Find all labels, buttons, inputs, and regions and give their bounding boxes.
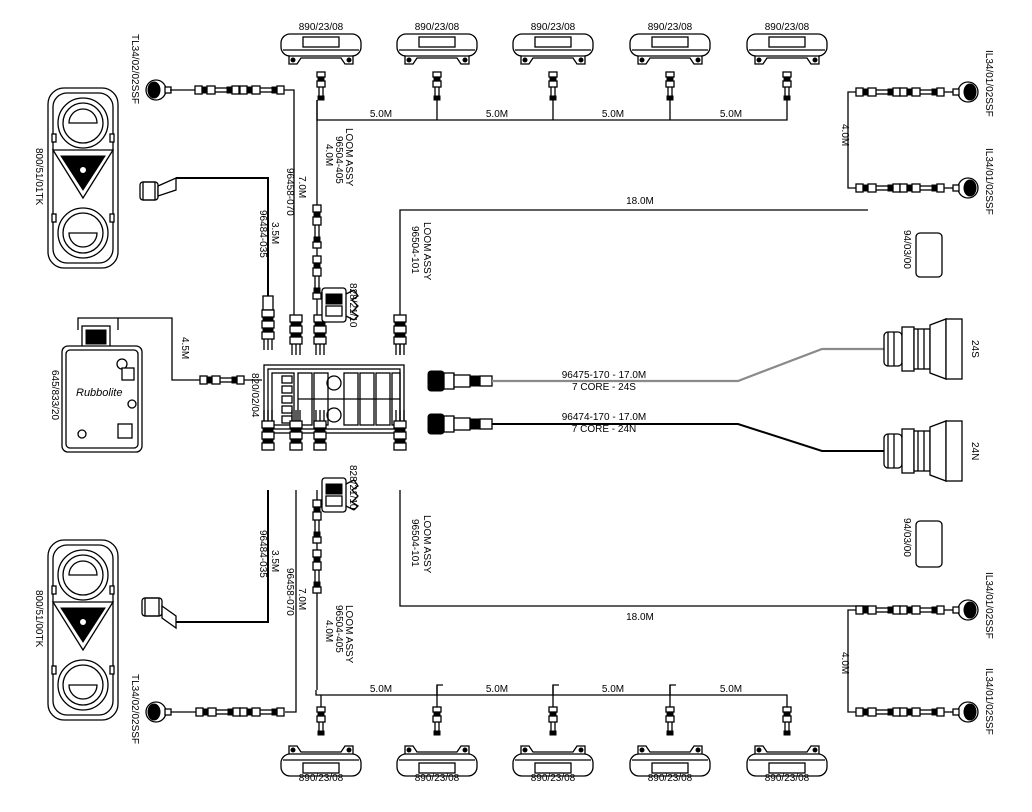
reflector-bottom	[915, 520, 943, 568]
wire-length-label: 3.5M	[269, 550, 280, 572]
socket-24s	[883, 318, 963, 380]
marker-lamp-bottom-5	[746, 745, 828, 777]
loom-label: LOOM ASSY	[343, 605, 354, 664]
wire-length-label: 5.0M	[486, 109, 508, 120]
loom-label: LOOM ASSY	[343, 128, 354, 187]
rear-lamp-bottom-code: 800/51/00TK	[33, 590, 44, 648]
wire-length-label: 4.0M	[323, 620, 334, 642]
lamp-code-label: 890/23/08	[299, 773, 344, 784]
control-box-brand: Rubbolite	[76, 387, 122, 399]
wire-length-label: 5.0M	[720, 684, 742, 695]
cable-24n-connector	[427, 413, 493, 435]
side-marker-bottom-right-1	[952, 599, 979, 621]
lamp-code-label: 890/23/08	[415, 773, 460, 784]
marker-lamp-top-1	[280, 33, 362, 65]
rear-lamp-top-code: 800/51/01TK	[33, 148, 44, 206]
cable-part-label: 96484-035	[257, 530, 268, 578]
marker-lamp-bottom-2	[396, 745, 478, 777]
socket-24s-label: 24S	[969, 340, 980, 358]
lamp-code-label: 890/23/08	[765, 773, 810, 784]
lamp-code-label: 890/23/08	[648, 773, 693, 784]
bottom-lamp-row: 890/23/08 890/23/08 890/23/08 890/23/08 …	[280, 706, 828, 784]
marker-lamp-bottom-1	[280, 745, 362, 777]
cable-24s-part: 96475-170 - 17.0M	[562, 370, 647, 381]
loom-part-label: 96504-405	[333, 136, 344, 184]
cable-part-label: 96458-070	[284, 168, 295, 216]
reflector-code: 94/03/00	[901, 518, 912, 557]
control-box-code: 645/833/20	[49, 370, 60, 420]
lamp-code-label: 890/23/08	[531, 22, 576, 33]
wire-length-label: 18.0M	[626, 196, 654, 207]
marker-lamp-top-5	[746, 33, 828, 65]
wire-length-label: 7.0M	[296, 176, 307, 198]
junction-box	[263, 364, 405, 434]
marker-lamp-bottom-3	[512, 745, 594, 777]
side-marker-top-right-2	[952, 177, 979, 199]
reflector-code: 94/03/00	[901, 230, 912, 269]
marker-left-code: TL34/02/02SSF	[129, 34, 140, 104]
marker-right-code: IL34/01/02SSF	[983, 668, 994, 735]
marker-left-code: TL34/02/02SSF	[129, 674, 140, 744]
cable-part-label: 96458-070	[284, 568, 295, 616]
adaptor-code: 828/21/10	[347, 465, 358, 510]
wire-length-label: 4.0M	[839, 124, 850, 146]
wire-length-label: 7.0M	[296, 588, 307, 610]
wire-length-label: 5.0M	[602, 109, 624, 120]
side-marker-top-right-1	[952, 81, 979, 103]
rear-lamp-bottom-connector	[141, 597, 177, 630]
lamp-code-label: 890/23/08	[765, 22, 810, 33]
rear-lamp-top-connector	[139, 176, 177, 201]
lamp-code-label: 890/23/08	[299, 22, 344, 33]
control-box: Rubbolite	[61, 317, 143, 453]
lamp-code-label: 890/23/08	[415, 22, 460, 33]
wire-length-label: 5.0M	[370, 684, 392, 695]
wire-length-label: 4.0M	[323, 144, 334, 166]
loom-label: LOOM ASSY	[421, 515, 432, 574]
lamp-code-label: 890/23/08	[531, 773, 576, 784]
adaptor-code: 828/21/10	[347, 283, 358, 328]
side-marker-bottom-left	[145, 701, 172, 723]
cable-24n-part: 96474-170 - 17.0M	[562, 412, 647, 423]
marker-right-code: IL34/01/02SSF	[983, 148, 994, 215]
loom-part-label: 96504-101	[409, 519, 420, 567]
cable-24n-core: 7 CORE - 24N	[572, 424, 636, 435]
wire-length-label: 18.0M	[626, 612, 654, 623]
wire-length-label: 3.5M	[269, 222, 280, 244]
lamp-code-label: 890/23/08	[648, 22, 693, 33]
socket-24n-label: 24N	[969, 442, 980, 460]
wire-length-label: 5.0M	[370, 109, 392, 120]
junction-box-code: 820/02/04	[249, 373, 260, 418]
rear-lamp-bottom	[47, 539, 119, 721]
side-marker-bottom-right-2	[952, 701, 979, 723]
cable-part-label: 96484-035	[257, 210, 268, 258]
wire-length-label: 5.0M	[602, 684, 624, 695]
loom-part-label: 96504-405	[333, 605, 344, 653]
loom-label: LOOM ASSY	[421, 222, 432, 281]
cable-24s-connector	[427, 370, 493, 392]
socket-24n	[883, 420, 963, 482]
wire-length-label: 5.0M	[486, 684, 508, 695]
wire-length-label: 4.5M	[179, 337, 190, 359]
loom-part-label: 96504-101	[409, 226, 420, 274]
side-marker-top-left	[145, 79, 172, 101]
reflector-top	[915, 232, 943, 278]
marker-lamp-top-3	[512, 33, 594, 65]
top-lamp-row: 890/23/08 890/23/08 890/23/08 890/23/08 …	[280, 22, 828, 101]
wire-length-label: 4.0M	[839, 652, 850, 674]
rear-lamp-top	[47, 87, 119, 269]
marker-right-code: IL34/01/02SSF	[983, 50, 994, 117]
marker-right-code: IL34/01/02SSF	[983, 572, 994, 639]
cable-24s-core: 7 CORE - 24S	[572, 382, 636, 393]
wire-length-label: 5.0M	[720, 109, 742, 120]
marker-lamp-top-4	[629, 33, 711, 65]
marker-lamp-bottom-4	[629, 745, 711, 777]
marker-lamp-top-2	[396, 33, 478, 65]
